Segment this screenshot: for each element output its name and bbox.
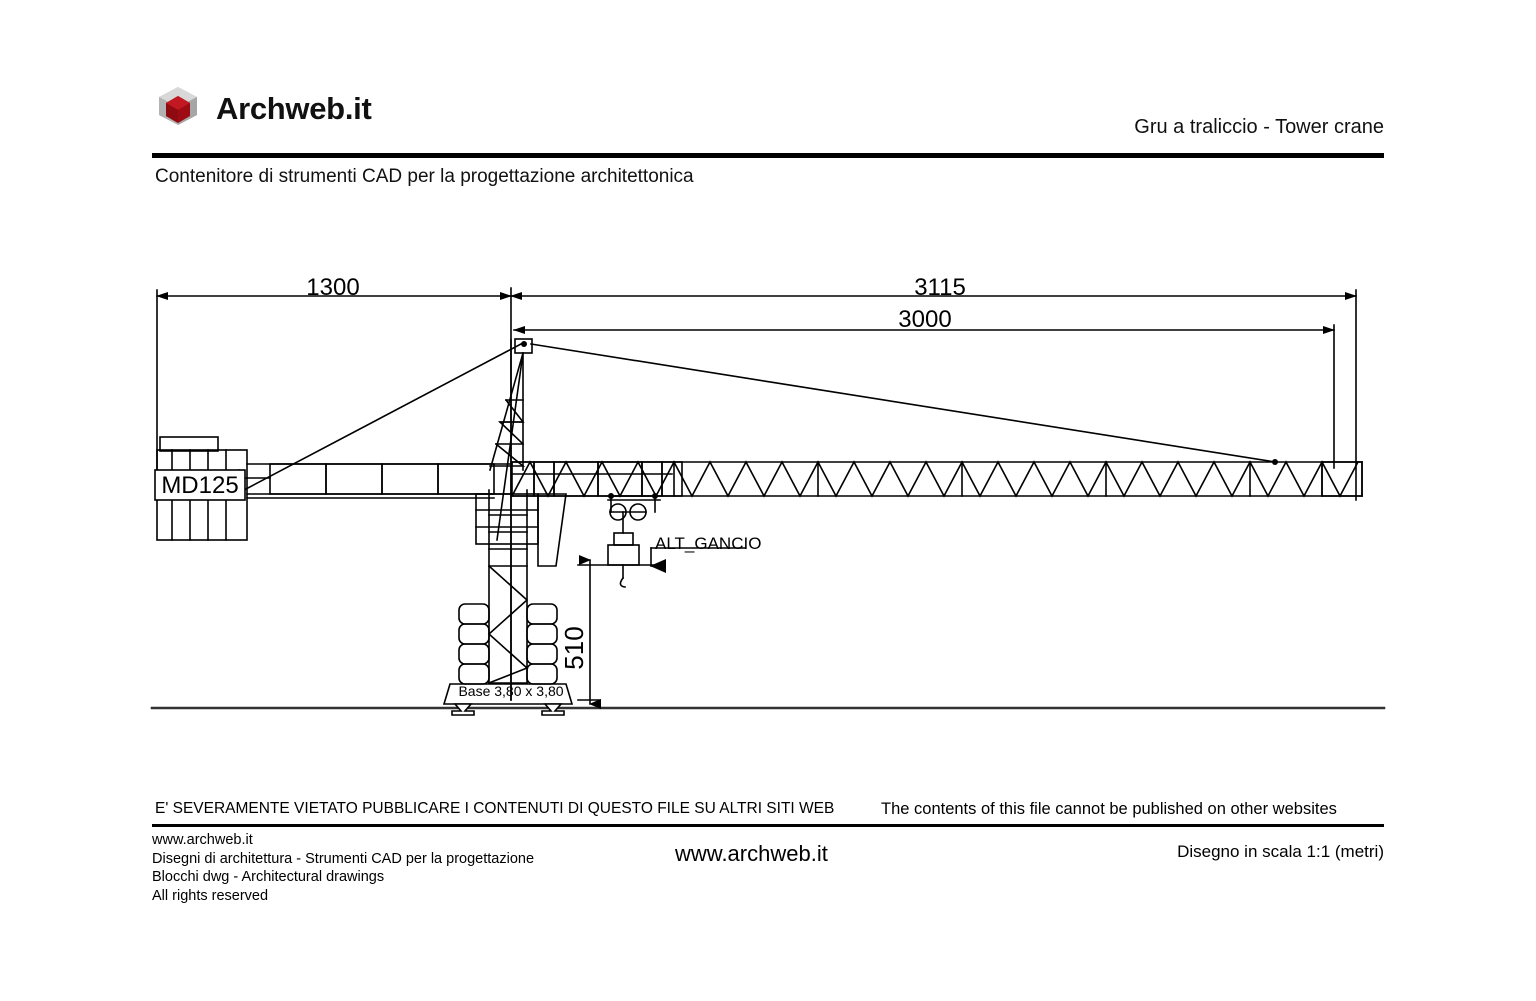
model-tag: MD125 (154, 469, 246, 501)
brand-logo[interactable]: Archweb.it (152, 82, 372, 134)
sheet-subtitle: Contenitore di strumenti CAD per la prog… (155, 166, 694, 187)
footer-scale-note: Disegno in scala 1:1 (metri) (1177, 842, 1384, 861)
footer-notice-en: The contents of this file cannot be publ… (881, 800, 1337, 818)
dimension-label-3000: 3000 (898, 306, 951, 333)
footer-credit-line-3: All rights reserved (152, 887, 269, 904)
brand-logo-text: Archweb.it (216, 90, 372, 126)
footer-credits: www.archweb.it Disegni di architettura -… (152, 831, 534, 905)
footer-credit-line-0: www.archweb.it (152, 832, 253, 848)
dimension-label-510: 510 (559, 626, 589, 669)
sheet-header: Archweb.it Gru a traliccio - Tower crane (152, 82, 1384, 162)
dimension-label-3115: 3115 (914, 274, 966, 301)
footer-credit-line-2: Blocchi dwg - Architectural drawings (152, 869, 385, 885)
footer-website-url[interactable]: www.archweb.it (675, 841, 828, 866)
model-tag-label: MD125 (161, 472, 238, 499)
dimension-label-1300: 1300 (306, 274, 359, 301)
base-size-label: Base 3,80 x 3,80 (458, 683, 563, 699)
sheet-title: Gru a traliccio - Tower crane (1134, 116, 1384, 138)
hook-height-label: ALT_GANCIO (655, 534, 761, 553)
footer-notice-it: E' SEVERAMENTE VIETATO PUBBLICARE I CONT… (155, 800, 835, 817)
cube-logo-icon (159, 87, 197, 125)
footer-credit-line-1: Disegni di architettura - Strumenti CAD … (152, 850, 535, 867)
footer-divider (152, 824, 1384, 827)
header-divider (152, 153, 1384, 158)
